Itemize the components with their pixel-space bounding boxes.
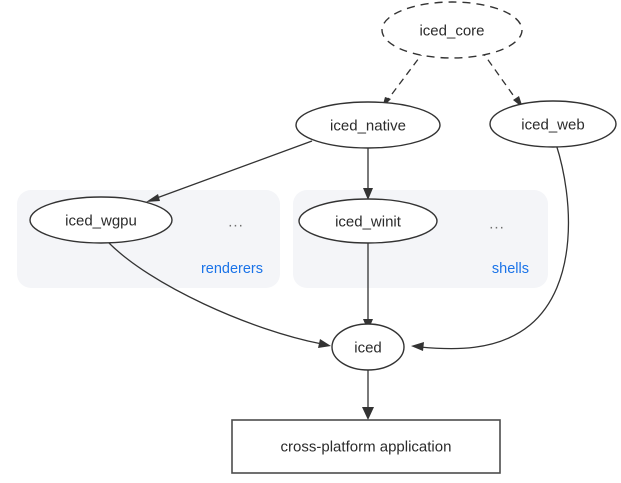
edge-iced_web-to-iced: [411, 143, 570, 351]
edge-iced_wgpu-to-iced-arrowhead: [318, 339, 331, 348]
node-cross-platform-application-label: cross-platform application: [281, 439, 452, 456]
node-iced-label: iced: [354, 340, 382, 357]
node-iced-shape[interactable]: [331, 323, 405, 371]
edge-iced_core-to-iced_web-line: [480, 49, 519, 103]
edge-iced_core-to-iced_native-line: [385, 49, 426, 103]
node-iced_wgpu[interactable]: iced_wgpu: [29, 196, 173, 244]
cluster-renderers-ellipsis: ...: [228, 214, 244, 231]
node-iced_native-shape[interactable]: [295, 101, 441, 149]
node-cross-platform-application[interactable]: cross-platform application: [231, 419, 501, 474]
edge-iced_wgpu-to-iced: [107, 241, 331, 348]
node-iced_web-label: iced_web: [521, 117, 584, 134]
edge-iced_native-to-iced_wgpu-line: [153, 140, 313, 200]
edge-iced_native-to-iced_winit: [363, 147, 373, 200]
node-iced_web[interactable]: iced_web: [489, 100, 617, 148]
node-iced_wgpu-label: iced_wgpu: [65, 213, 137, 230]
node-iced_winit[interactable]: iced_winit: [298, 198, 438, 244]
edge-iced_wgpu-to-iced-line: [107, 241, 323, 345]
node-iced_core-label: iced_core: [419, 23, 484, 40]
cluster-shells-ellipsis: ...: [489, 216, 505, 233]
node-iced[interactable]: iced: [331, 323, 405, 371]
edge-iced_native-to-iced_wgpu-arrowhead: [146, 194, 160, 202]
node-iced_winit-label: iced_winit: [335, 214, 402, 231]
edge-iced-to-app: [362, 370, 374, 420]
node-iced_native-label: iced_native: [330, 118, 406, 135]
edge-iced_web-to-iced-arrowhead: [411, 342, 424, 351]
cluster-renderers-label: renderers: [201, 261, 263, 277]
node-iced_core[interactable]: iced_core: [381, 1, 523, 59]
cluster-shells-label: shells: [492, 261, 529, 277]
node-iced_web-shape[interactable]: [489, 100, 617, 148]
edge-iced_core-to-iced_native: [382, 49, 426, 108]
edge-iced_core-to-iced_web: [480, 49, 523, 108]
node-iced_core-shape[interactable]: [381, 1, 523, 59]
edge-iced-to-app-arrowhead: [362, 407, 374, 420]
node-iced_winit-shape[interactable]: [298, 198, 438, 244]
edge-iced_native-to-iced_wgpu: [146, 140, 313, 202]
node-iced_wgpu-shape[interactable]: [29, 196, 173, 244]
node-iced_native[interactable]: iced_native: [295, 101, 441, 149]
edge-iced_native-to-iced_winit-arrowhead: [363, 188, 373, 200]
node-cross-platform-application-shape[interactable]: [231, 419, 501, 474]
edge-iced_web-to-iced-line: [419, 143, 570, 350]
